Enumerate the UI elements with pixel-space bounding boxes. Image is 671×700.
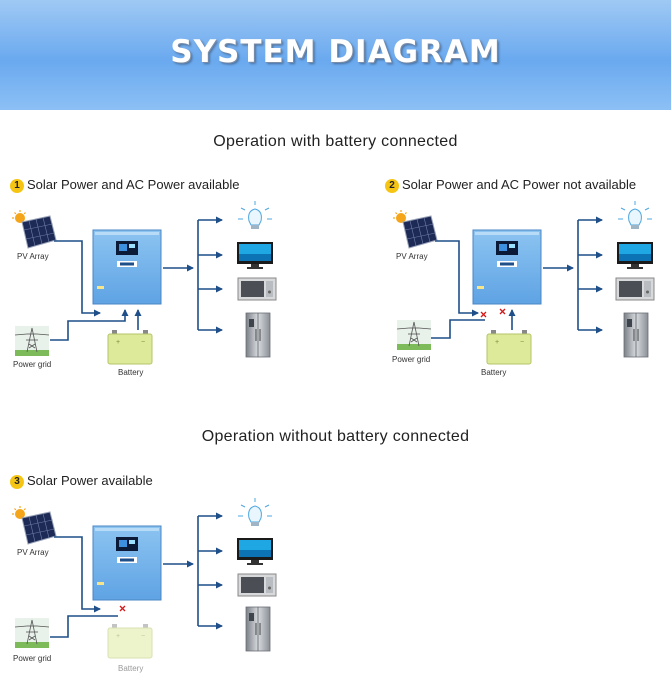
- power-flow-arrows: [50, 216, 223, 341]
- scenario-number-badge: 3: [10, 475, 24, 489]
- scenario-number-badge: 1: [10, 179, 24, 193]
- scenario-number-badge: 2: [385, 179, 399, 193]
- scenario-2-diagram: PV Array Power grid Battery: [392, 200, 655, 377]
- scenario-1-diagram: PV Array Power grid Battery: [11, 200, 277, 377]
- light-bulb-icon: [617, 200, 653, 230]
- scenario-2-title: Solar Power and AC Power not available: [402, 177, 637, 192]
- inverter-icon: [472, 229, 542, 305]
- power-flow-arrows: [50, 512, 223, 638]
- header-banner: SYSTEM DIAGRAM: [0, 0, 671, 110]
- pv-array-label: PV Array: [17, 252, 49, 261]
- battery-icon: [486, 329, 532, 365]
- battery-label: Battery: [481, 368, 506, 377]
- battery-label: Battery: [118, 664, 143, 673]
- refrigerator-icon: [245, 606, 271, 652]
- disconnected-mark-icon: [119, 605, 126, 612]
- tv-icon: [237, 538, 273, 565]
- power-grid-label: Power grid: [13, 360, 51, 369]
- disconnected-mark-icon: [480, 308, 506, 318]
- solar-panel-icon: [11, 505, 57, 545]
- section-title-without-battery: Operation without battery connected: [201, 428, 470, 445]
- pv-array-label: PV Array: [396, 252, 428, 261]
- microwave-icon: [237, 573, 277, 597]
- power-grid-icon: [14, 617, 50, 649]
- battery-icon: [107, 329, 153, 365]
- battery-label: Battery: [118, 368, 143, 377]
- tv-icon: [237, 242, 273, 269]
- solar-panel-icon: [392, 209, 438, 249]
- pv-array-label: PV Array: [17, 548, 49, 557]
- section-title-with-battery: Operation with battery connected: [213, 133, 458, 150]
- light-bulb-icon: [237, 497, 273, 527]
- inverter-icon: [92, 525, 162, 601]
- power-grid-label: Power grid: [13, 654, 51, 663]
- inverter-icon: [92, 229, 162, 305]
- scenario-1-title: Solar Power and AC Power available: [27, 177, 240, 192]
- power-grid-icon: [396, 319, 432, 351]
- microwave-icon: [615, 277, 655, 301]
- refrigerator-icon: [623, 312, 649, 358]
- page-title: SYSTEM DIAGRAM: [170, 34, 501, 70]
- battery-icon: [107, 623, 153, 659]
- light-bulb-icon: [237, 200, 273, 230]
- tv-icon: [617, 242, 653, 269]
- scenario-3-diagram: PV Array Power grid Battery: [11, 497, 277, 673]
- power-grid-icon: [14, 325, 50, 357]
- scenario-3-title: Solar Power available: [27, 473, 153, 488]
- solar-panel-icon: [11, 209, 57, 249]
- power-grid-label: Power grid: [392, 355, 430, 364]
- refrigerator-icon: [245, 312, 271, 358]
- microwave-icon: [237, 277, 277, 301]
- power-flow-arrows: [431, 216, 603, 339]
